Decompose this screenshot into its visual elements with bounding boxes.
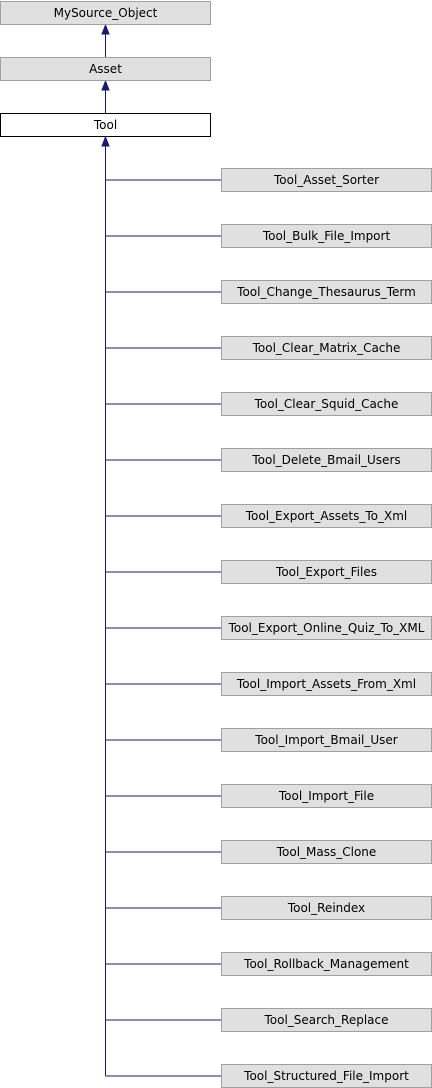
class-node-box <box>0 57 211 81</box>
class-node-tool-change-thesaurus-term[interactable]: Tool_Change_Thesaurus_Term <box>221 280 432 304</box>
class-node-label: Tool_Export_Assets_To_Xml <box>245 509 408 523</box>
class-node-label: Tool_Search_Replace <box>263 1013 388 1027</box>
class-node-label: Asset <box>89 62 122 76</box>
class-node-label: Tool_Import_Assets_From_Xml <box>236 677 416 691</box>
class-node-box <box>0 1 211 25</box>
class-node-label: Tool_Asset_Sorter <box>273 173 379 187</box>
class-node-box <box>0 113 211 137</box>
class-node-label: Tool <box>93 118 117 132</box>
inheritance-arrowhead <box>101 135 110 147</box>
class-node-tool-search-replace[interactable]: Tool_Search_Replace <box>221 1008 432 1032</box>
class-node-label: Tool_Rollback_Management <box>243 957 409 971</box>
class-node-label: Tool_Clear_Matrix_Cache <box>252 341 401 355</box>
class-node-label: Tool_Delete_Bmail_Users <box>251 453 400 467</box>
class-node-tool-reindex[interactable]: Tool_Reindex <box>221 896 432 920</box>
class-node-label: Tool_Structured_File_Import <box>243 1069 409 1083</box>
class-node-label: Tool_Bulk_File_Import <box>262 229 391 243</box>
class-node-label: Tool_Export_Files <box>275 565 377 579</box>
inheritance-arrowhead <box>101 23 110 35</box>
class-node-asset[interactable]: Asset <box>0 57 211 81</box>
inheritance-arrowhead <box>101 79 110 91</box>
class-node-tool-delete-bmail-users[interactable]: Tool_Delete_Bmail_Users <box>221 448 432 472</box>
class-node-label: Tool_Import_File <box>278 789 374 803</box>
class-node-tool-mass-clone[interactable]: Tool_Mass_Clone <box>221 840 432 864</box>
class-node-tool-rollback-management[interactable]: Tool_Rollback_Management <box>221 952 432 976</box>
class-node-label: Tool_Reindex <box>287 901 365 915</box>
class-node-tool-clear-matrix-cache[interactable]: Tool_Clear_Matrix_Cache <box>221 336 432 360</box>
class-node-tool-export-online-quiz-to-xml[interactable]: Tool_Export_Online_Quiz_To_XML <box>221 616 432 640</box>
class-node-label: Tool_Change_Thesaurus_Term <box>236 285 416 299</box>
class-node-tool-import-file[interactable]: Tool_Import_File <box>221 784 432 808</box>
class-node-tool: Tool <box>0 113 211 137</box>
class-node-label: MySource_Object <box>54 6 158 20</box>
class-node-label: Tool_Clear_Squid_Cache <box>254 397 399 411</box>
class-node-tool-import-bmail-user[interactable]: Tool_Import_Bmail_User <box>221 728 432 752</box>
class-node-tool-import-assets-from-xml[interactable]: Tool_Import_Assets_From_Xml <box>221 672 432 696</box>
class-node-tool-export-assets-to-xml[interactable]: Tool_Export_Assets_To_Xml <box>221 504 432 528</box>
class-node-mysource-object[interactable]: MySource_Object <box>0 1 211 25</box>
class-node-tool-bulk-file-import[interactable]: Tool_Bulk_File_Import <box>221 224 432 248</box>
class-node-tool-asset-sorter[interactable]: Tool_Asset_Sorter <box>221 168 432 192</box>
class-node-label: Tool_Export_Online_Quiz_To_XML <box>228 621 425 635</box>
class-node-tool-clear-squid-cache[interactable]: Tool_Clear_Squid_Cache <box>221 392 432 416</box>
class-node-tool-export-files[interactable]: Tool_Export_Files <box>221 560 432 584</box>
class-node-tool-structured-file-import[interactable]: Tool_Structured_File_Import <box>221 1064 432 1088</box>
inheritance-edges <box>101 23 222 1077</box>
class-node-label: Tool_Import_Bmail_User <box>254 733 397 747</box>
class-node-label: Tool_Mass_Clone <box>276 845 377 859</box>
